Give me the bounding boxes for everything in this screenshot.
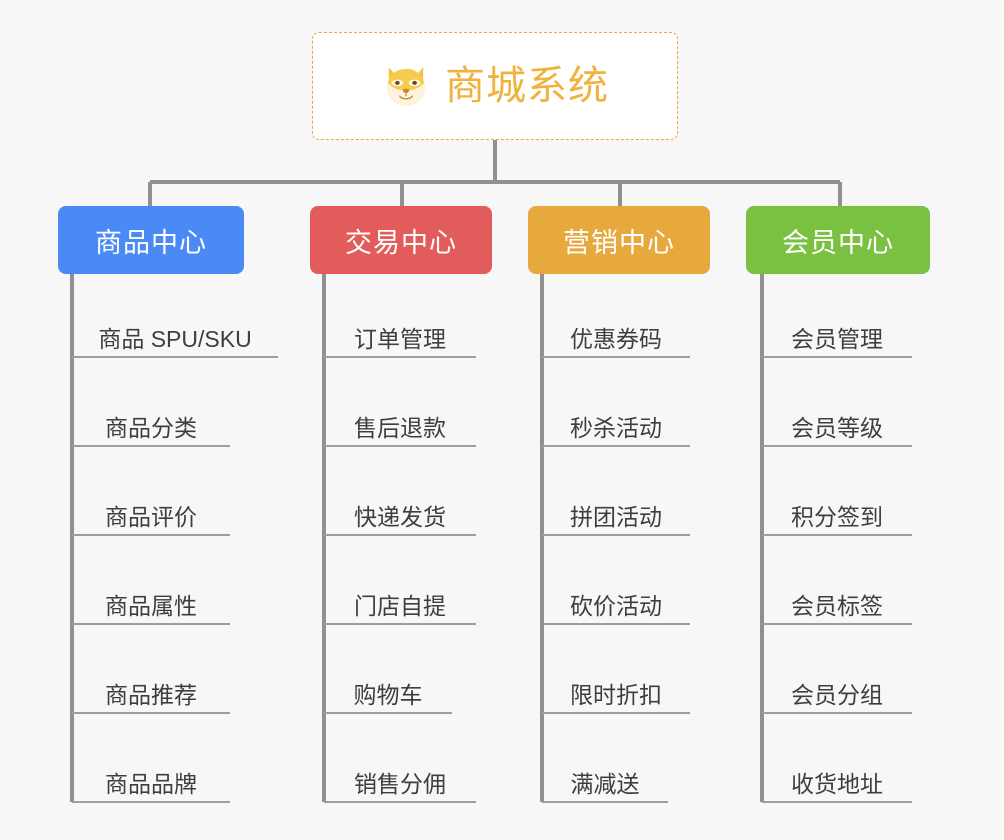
leaf-item[interactable]: 优惠券码 — [542, 312, 690, 358]
leaf-item[interactable]: 秒杀活动 — [542, 401, 690, 447]
leaf-item-label: 门店自提 — [354, 593, 446, 619]
leaf-item[interactable]: 订单管理 — [324, 312, 476, 358]
leaf-item-label: 购物车 — [353, 682, 423, 708]
leaf-item[interactable]: 收货地址 — [762, 757, 912, 803]
leaf-item-label: 拼团活动 — [570, 504, 662, 530]
root-node[interactable]: 商城系统 — [312, 32, 678, 140]
leaf-item[interactable]: 商品属性 — [72, 579, 230, 625]
leaf-item[interactable]: 限时折扣 — [542, 668, 690, 714]
leaf-item-label: 销售分佣 — [354, 771, 446, 797]
branch-header-trade[interactable]: 交易中心 — [310, 206, 492, 274]
leaf-item[interactable]: 商品推荐 — [72, 668, 230, 714]
leaf-item-label: 售后退款 — [354, 415, 446, 441]
leaf-item-label: 会员标签 — [791, 593, 883, 619]
branch-header-label: 商品中心 — [95, 227, 207, 258]
leaf-item[interactable]: 商品 SPU/SKU — [72, 312, 278, 358]
leaf-item-label: 商品推荐 — [105, 682, 197, 708]
branch-header-product[interactable]: 商品中心 — [58, 206, 244, 274]
leaf-item[interactable]: 积分签到 — [762, 490, 912, 536]
leaf-item-label: 快递发货 — [354, 504, 446, 530]
branch-header-label: 交易中心 — [345, 227, 457, 258]
leaf-item-label: 会员管理 — [791, 326, 883, 352]
leaf-item-label: 收货地址 — [791, 771, 883, 797]
leaf-item[interactable]: 砍价活动 — [542, 579, 690, 625]
shiba-dog-face-icon — [387, 67, 425, 106]
leaf-item[interactable]: 拼团活动 — [542, 490, 690, 536]
leaf-item-label: 商品品牌 — [105, 771, 197, 797]
leaf-item[interactable]: 商品品牌 — [72, 757, 230, 803]
leaf-item-label: 满减送 — [570, 771, 640, 797]
leaf-item[interactable]: 快递发货 — [324, 490, 476, 536]
leaf-item-label: 秒杀活动 — [570, 415, 662, 441]
leaf-item[interactable]: 会员等级 — [762, 401, 912, 447]
leaf-item-label: 积分签到 — [791, 504, 883, 530]
leaf-item[interactable]: 会员分组 — [762, 668, 912, 714]
branch-header-marketing[interactable]: 营销中心 — [528, 206, 710, 274]
leaf-item-label: 商品评价 — [105, 504, 197, 530]
leaf-item[interactable]: 门店自提 — [324, 579, 476, 625]
leaf-item-label: 优惠券码 — [570, 326, 662, 352]
leaf-item-label: 会员等级 — [791, 415, 883, 441]
leaf-item-label: 商品 SPU/SKU — [98, 326, 252, 352]
leaf-item[interactable]: 销售分佣 — [324, 757, 476, 803]
leaf-item[interactable]: 购物车 — [324, 668, 452, 714]
branch-header-label: 会员中心 — [782, 227, 894, 258]
leaf-item-label: 订单管理 — [354, 326, 446, 352]
root-title: 商城系统 — [445, 64, 609, 108]
leaf-item[interactable]: 会员标签 — [762, 579, 912, 625]
leaf-item[interactable]: 商品评价 — [72, 490, 230, 536]
leaf-item-label: 商品属性 — [105, 593, 197, 619]
leaf-item-label: 砍价活动 — [570, 593, 662, 619]
leaf-item[interactable]: 会员管理 — [762, 312, 912, 358]
leaf-item-label: 商品分类 — [105, 415, 197, 441]
leaf-item[interactable]: 满减送 — [542, 757, 668, 803]
leaf-item-label: 会员分组 — [791, 682, 883, 708]
branch-header-member[interactable]: 会员中心 — [746, 206, 930, 274]
leaf-item-label: 限时折扣 — [570, 682, 662, 708]
leaf-item[interactable]: 售后退款 — [324, 401, 476, 447]
branch-header-label: 营销中心 — [563, 227, 675, 258]
leaf-item[interactable]: 商品分类 — [72, 401, 230, 447]
